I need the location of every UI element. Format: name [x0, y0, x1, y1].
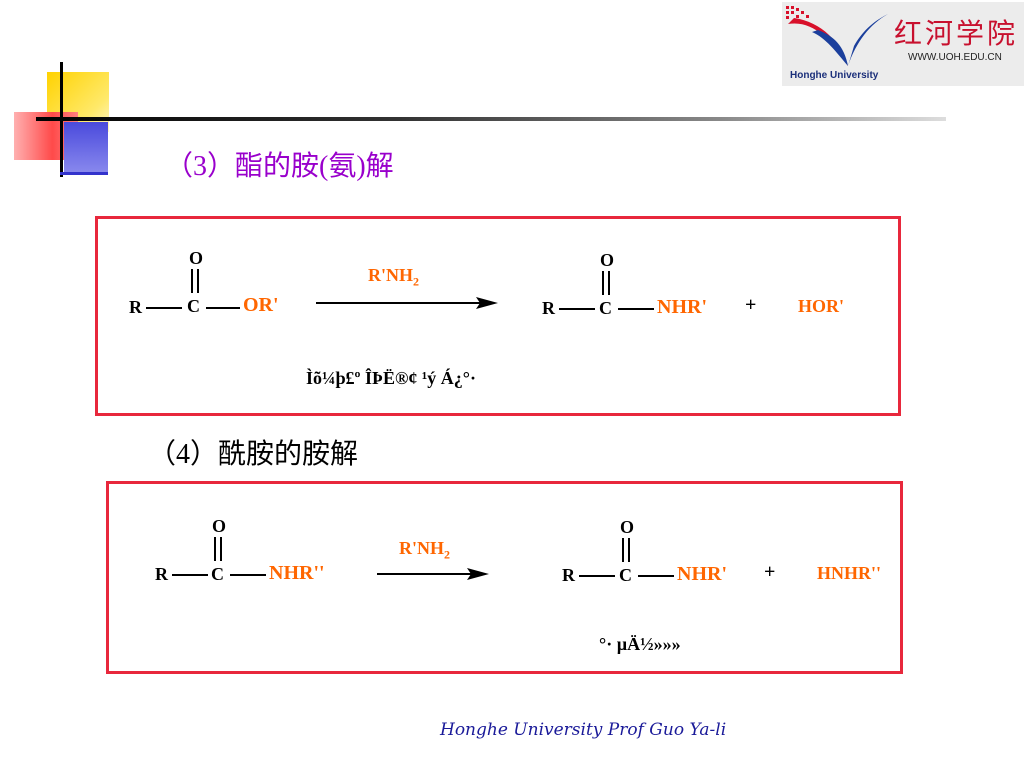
- reaction-arrow-icon: [377, 568, 489, 580]
- logo-url: WWW.UOH.EDU.CN: [908, 52, 1002, 63]
- single-bond: [618, 308, 654, 310]
- reactant-oxygen: O: [189, 248, 204, 268]
- single-bond: [206, 307, 240, 309]
- single-bond: [146, 307, 182, 309]
- section3-title: （3）酯的胺(氨)解: [165, 151, 394, 182]
- product-group: NHR': [657, 296, 707, 318]
- reactant-r: R: [155, 564, 168, 584]
- byproduct: HNHR'': [817, 563, 882, 583]
- reaction-condition-note: Ìõ¼þ£º ÎÞË®¢ ¹ý Á¿°·: [306, 368, 477, 388]
- product-group: NHR': [677, 563, 727, 585]
- product-oxygen: O: [620, 517, 635, 537]
- logo-chinese-name: 红河学院: [894, 17, 1019, 50]
- reactant-oxygen: O: [212, 516, 227, 536]
- reactant-r: R: [129, 297, 142, 317]
- decor-blue-block: [64, 122, 108, 174]
- reactant-leaving-group: NHR'': [269, 562, 325, 584]
- product-oxygen: O: [600, 250, 615, 270]
- byproduct: HOR': [798, 296, 845, 316]
- reaction-box-amide-aminolysis: O R C NHR'' R'NH2 O R C NHR' + HNHR'' °·…: [106, 481, 903, 674]
- plus-sign: +: [745, 294, 757, 316]
- single-bond: [230, 574, 266, 576]
- header-divider: [36, 117, 946, 121]
- reagent-label: R'NH2: [368, 265, 419, 289]
- reactant-carbon: C: [187, 296, 200, 316]
- carbonyl-bond: [214, 537, 216, 561]
- carbonyl-bond: [628, 538, 630, 562]
- reaction-arrow-icon: [316, 297, 498, 309]
- reaction-box-ester-aminolysis: O R C OR' R'NH2 O R C NHR' + HOR' Ìõ¼þ£º…: [95, 216, 901, 416]
- product-r: R: [562, 565, 575, 585]
- logo-english-name: Honghe University: [790, 70, 879, 81]
- product-carbon: C: [619, 565, 632, 585]
- reactant-carbon: C: [211, 564, 224, 584]
- footer-credit: Honghe University Prof Guo Ya-li: [440, 720, 727, 740]
- single-bond: [172, 574, 208, 576]
- section4-title: （4）酰胺的胺解: [148, 439, 359, 470]
- carbonyl-bond: [220, 537, 222, 561]
- university-logo: 红河学院 WWW.UOH.EDU.CN Honghe University: [782, 2, 1024, 86]
- product-r: R: [542, 298, 555, 318]
- carbonyl-bond: [602, 271, 604, 295]
- single-bond: [559, 308, 595, 310]
- carbonyl-bond: [197, 269, 199, 293]
- logo-emblem-icon: [786, 6, 888, 66]
- single-bond: [579, 575, 615, 577]
- decor-underline: [60, 172, 108, 175]
- reaction-condition-note: °· µÄ½»»»: [599, 634, 681, 654]
- plus-sign: +: [764, 561, 776, 583]
- reactant-leaving-group: OR': [243, 294, 279, 316]
- reagent-label: R'NH2: [399, 538, 450, 562]
- carbonyl-bond: [622, 538, 624, 562]
- carbonyl-bond: [608, 271, 610, 295]
- single-bond: [638, 575, 674, 577]
- carbonyl-bond: [191, 269, 193, 293]
- product-carbon: C: [599, 298, 612, 318]
